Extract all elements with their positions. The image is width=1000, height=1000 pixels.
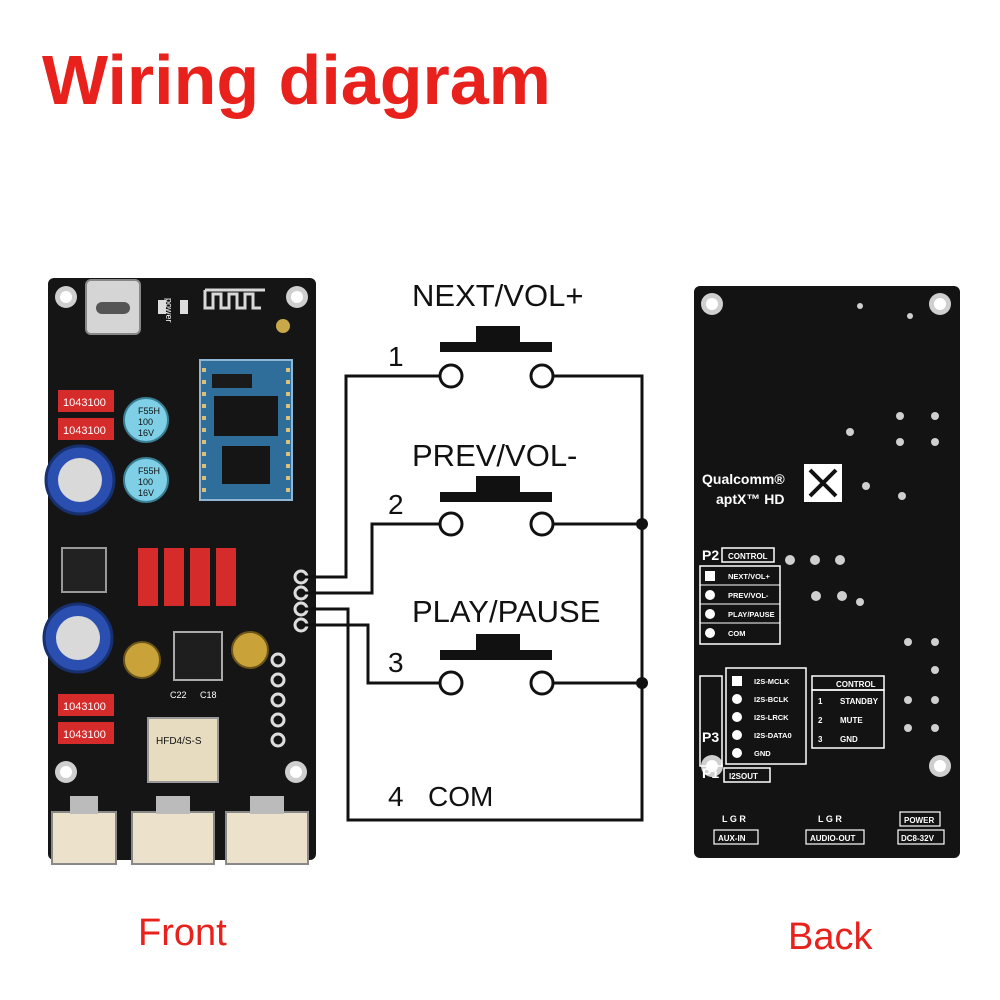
junction-dot [636, 677, 648, 689]
svg-text:GND: GND [754, 749, 771, 758]
svg-text:DC8-32V: DC8-32V [901, 834, 935, 843]
svg-text:NEXT/VOL+: NEXT/VOL+ [728, 572, 771, 581]
svg-text:1043100: 1043100 [63, 729, 106, 741]
svg-text:4: 4 [388, 781, 404, 812]
com-label: 4 COM [388, 781, 493, 812]
svg-text:L G R: L G R [818, 814, 842, 824]
svg-text:STANDBY: STANDBY [840, 697, 879, 706]
svg-text:PLAY/PAUSE: PLAY/PAUSE [412, 594, 600, 629]
svg-text:1043100: 1043100 [63, 701, 106, 713]
power-label: power [164, 298, 174, 323]
push-button-2: PREV/VOL- 2 [388, 438, 577, 537]
svg-text:PREV/VOL-: PREV/VOL- [728, 591, 769, 600]
electrolytic-capacitors [42, 444, 269, 679]
front-connectors [51, 796, 309, 865]
svg-text:2: 2 [388, 489, 404, 520]
front-caption: Front [138, 912, 227, 954]
svg-text:2: 2 [818, 716, 823, 725]
header-pins [270, 569, 309, 748]
svg-text:NEXT/VOL+: NEXT/VOL+ [412, 278, 583, 313]
svg-text:I2SOUT: I2SOUT [729, 772, 758, 781]
svg-text:AUDIO-OUT: AUDIO-OUT [810, 834, 855, 843]
small-capacitors: F55H 100 16V F55H 100 16V [123, 397, 169, 503]
back-connector-labels: L G R AUX-IN L G R AUDIO-OUT POWER DC8-3… [713, 811, 945, 845]
svg-text:100: 100 [138, 417, 153, 427]
relay: HFD4/S-S [147, 717, 219, 783]
voltage-regulator [61, 547, 107, 593]
svg-text:1: 1 [818, 697, 823, 706]
svg-text:I2S-LRCK: I2S-LRCK [754, 713, 789, 722]
back-board: Qualcomm® aptX™ HD P2 CONTROL NEXT/VOL+ … [694, 286, 960, 858]
qualcomm-brand: Qualcomm® [702, 471, 785, 487]
svg-text:16V: 16V [138, 428, 154, 438]
dac-chip [173, 631, 223, 681]
svg-text:I2S-BCLK: I2S-BCLK [754, 695, 789, 704]
svg-text:I2S-MCLK: I2S-MCLK [754, 677, 790, 686]
bluetooth-module [199, 359, 293, 501]
svg-text:MUTE: MUTE [840, 716, 863, 725]
aptx-brand: aptX™ HD [716, 491, 784, 507]
svg-text:C22: C22 [170, 690, 187, 700]
svg-text:CONTROL: CONTROL [836, 680, 876, 689]
svg-text:F55H: F55H [138, 466, 160, 476]
svg-text:POWER: POWER [904, 816, 934, 825]
svg-text:PLAY/PAUSE: PLAY/PAUSE [728, 610, 775, 619]
p2-control-block: P2 CONTROL NEXT/VOL+ PREV/VOL- PLAY/PAUS… [699, 547, 781, 645]
svg-text:16V: 16V [138, 488, 154, 498]
svg-text:COM: COM [728, 629, 746, 638]
push-button-1: NEXT/VOL+ 1 [388, 278, 583, 389]
resistors-top-left: 1043100 1043100 [58, 390, 114, 440]
front-board: power 1043100 1043100 F55H 100 [42, 278, 316, 865]
svg-text:C18: C18 [200, 690, 217, 700]
svg-text:COM: COM [428, 781, 493, 812]
svg-text:P2: P2 [702, 547, 719, 563]
svg-text:GND: GND [840, 735, 858, 744]
resistors-bottom-left: 1043100 1043100 [58, 694, 114, 744]
antenna-trace [203, 288, 265, 310]
svg-text:HFD4/S-S: HFD4/S-S [156, 736, 202, 747]
svg-text:3: 3 [388, 647, 404, 678]
svg-text:CONTROL: CONTROL [728, 552, 768, 561]
back-caption: Back [788, 916, 873, 958]
svg-text:1: 1 [388, 341, 404, 372]
p1-control-block: CONTROL 1 STANDBY 2 MUTE 3 GND [811, 675, 885, 749]
p3-i2s-block: P3 I2S-MCLK I2S-BCLK I2S-LRCK I2S-DATA0 … [699, 667, 807, 783]
resistors-middle [138, 548, 236, 606]
junction-dot [636, 518, 648, 530]
svg-text:1043100: 1043100 [63, 397, 106, 409]
svg-text:P1: P1 [702, 765, 719, 781]
push-button-3: PLAY/PAUSE 3 [388, 594, 600, 696]
vias [785, 303, 939, 732]
wiring [303, 374, 644, 822]
svg-text:PREV/VOL-: PREV/VOL- [412, 438, 577, 473]
svg-text:L G R: L G R [722, 814, 746, 824]
svg-text:I2S-DATA0: I2S-DATA0 [754, 731, 792, 740]
svg-text:P3: P3 [702, 729, 719, 745]
svg-text:1043100: 1043100 [63, 425, 106, 437]
front-mounting-holes [55, 286, 308, 783]
page-title: Wiring diagram [42, 41, 551, 119]
svg-text:100: 100 [138, 477, 153, 487]
svg-text:3: 3 [818, 735, 823, 744]
svg-text:F55H: F55H [138, 406, 160, 416]
svg-text:AUX-IN: AUX-IN [718, 834, 746, 843]
